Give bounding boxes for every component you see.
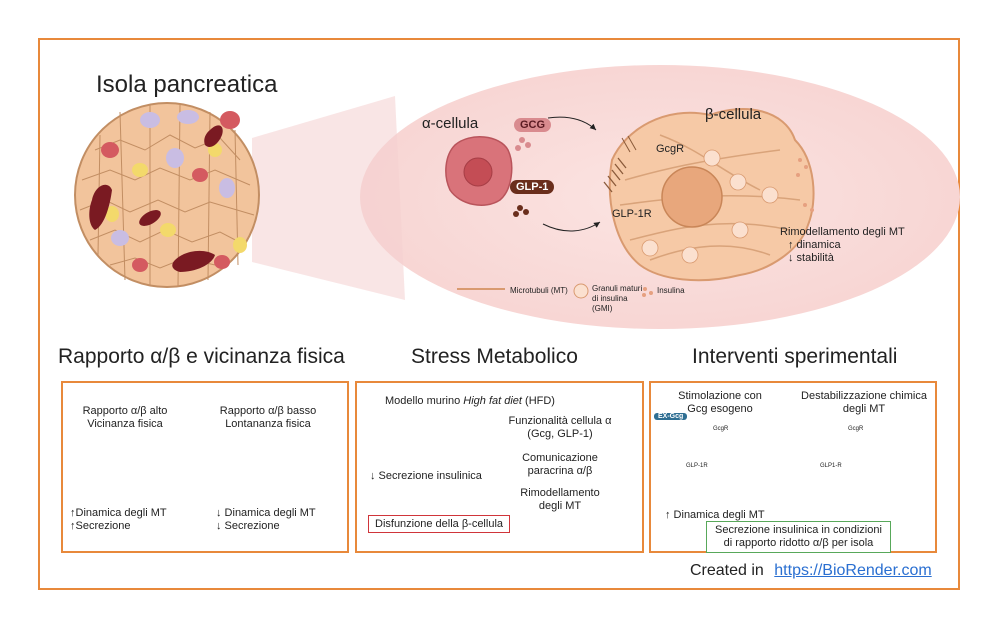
islet-illustration xyxy=(74,102,260,288)
p1-left-foot-2: ↑Secrezione xyxy=(70,520,131,532)
created-in-label: Created in xyxy=(690,562,764,579)
panel2-title: Stress Metabolico xyxy=(411,345,578,368)
alpha-cell-label: α-cellula xyxy=(422,115,479,132)
panel3-title: Interventi sperimentali xyxy=(692,345,898,368)
remodel-line1: ↑ dinamica xyxy=(788,239,841,251)
legend-ins-label: Insulina xyxy=(657,286,685,295)
p3-right-head-1: Destabilizzazione chimica xyxy=(801,390,927,402)
beta-cell-top xyxy=(603,108,815,282)
p2-step2-2: paracrina α/β xyxy=(527,465,593,477)
p3-result-line1: Secrezione insulinica in condizioni xyxy=(715,524,882,536)
p3-left-head-1: Stimolazione con xyxy=(678,390,762,402)
beta-cell-label: β-cellula xyxy=(705,106,762,123)
glp1r-label: GLP-1R xyxy=(612,208,652,220)
islet-title: Isola pancreatica xyxy=(96,71,278,98)
p2-step3-1: Rimodellamento xyxy=(520,487,600,499)
p1-right-head-2: Lontananza fisica xyxy=(225,418,311,430)
p1-left-head-1: Rapporto α/β alto xyxy=(82,405,168,417)
legend-gmi-label-1: Granuli maturi xyxy=(592,284,643,293)
p3-right-glp1r: GLP1-R xyxy=(820,463,842,469)
p3-left-gcgr: GcgR xyxy=(713,426,729,432)
p2-dysfunction-box: Disfunzione della β-cellula xyxy=(368,515,511,533)
p2-step2-1: Comunicazione xyxy=(522,452,598,464)
p3-left-glp1r: GLP-1R xyxy=(686,463,708,469)
p1-right-foot-2: ↓ Secrezione xyxy=(216,520,280,532)
p3-left-head-2: Gcg esogeno xyxy=(687,403,753,415)
p2-model: Modello murino High fat diet (HFD) xyxy=(385,395,555,407)
remodel-line2: ↓ stabilità xyxy=(788,252,834,264)
legend-gmi-label-2: di insulina xyxy=(592,294,628,303)
gcgr-label: GcgR xyxy=(656,143,685,155)
p3-result-line2: di rapporto ridotto α/β per isola xyxy=(723,537,874,549)
p2-step1-1: Funzionalità cellula α xyxy=(508,415,612,427)
biorender-link[interactable]: https://BioRender.com xyxy=(774,562,932,579)
p2-step1-2: (Gcg, GLP-1) xyxy=(527,428,593,440)
p1-left-foot-1: ↑Dinamica degli MT xyxy=(70,507,167,519)
footer: Created in https://BioRender.com xyxy=(690,562,932,580)
figure-frame xyxy=(38,38,960,590)
zoom-cone xyxy=(252,96,405,300)
glp1-molecules-top xyxy=(513,205,529,217)
p3-result-box: Secrezione insulinica in condizioni di r… xyxy=(706,521,891,553)
p2-step3-2: degli MT xyxy=(538,500,582,512)
p1-right-head-1: Rapporto α/β basso xyxy=(219,405,317,417)
remodel-title: Rimodellamento degli MT xyxy=(780,226,905,238)
p1-left-head-2: Vicinanza fisica xyxy=(87,418,163,430)
panel1-box xyxy=(61,381,349,553)
legend-gmi-label-3: (GMI) xyxy=(592,304,613,313)
p3-right-gcgr: GcgR xyxy=(848,426,864,432)
p3-right-head-2: degli MT xyxy=(842,403,886,415)
alpha-cell-top xyxy=(445,136,513,206)
glp1-badge: GLP-1 xyxy=(510,180,555,194)
p1-right-foot-1: ↓ Dinamica degli MT xyxy=(216,507,316,519)
p3-exgcg-badge: EX-Gcg xyxy=(654,413,688,420)
gcg-molecules-top xyxy=(515,137,531,151)
panel1-title: Rapporto α/β e vicinanza fisica xyxy=(58,345,345,368)
arrow-gcg xyxy=(547,116,597,131)
legend-ins-icon xyxy=(642,287,653,297)
p3-dynamics: ↑ Dinamica degli MT xyxy=(665,509,765,521)
legend-gmi-icon xyxy=(573,283,589,299)
gcg-badge: GCG xyxy=(514,118,552,132)
legend-mt-label: Microtubuli (MT) xyxy=(510,286,568,295)
arrow-glp1 xyxy=(542,221,601,232)
p2-secretion: ↓ Secrezione insulinica xyxy=(370,470,482,482)
